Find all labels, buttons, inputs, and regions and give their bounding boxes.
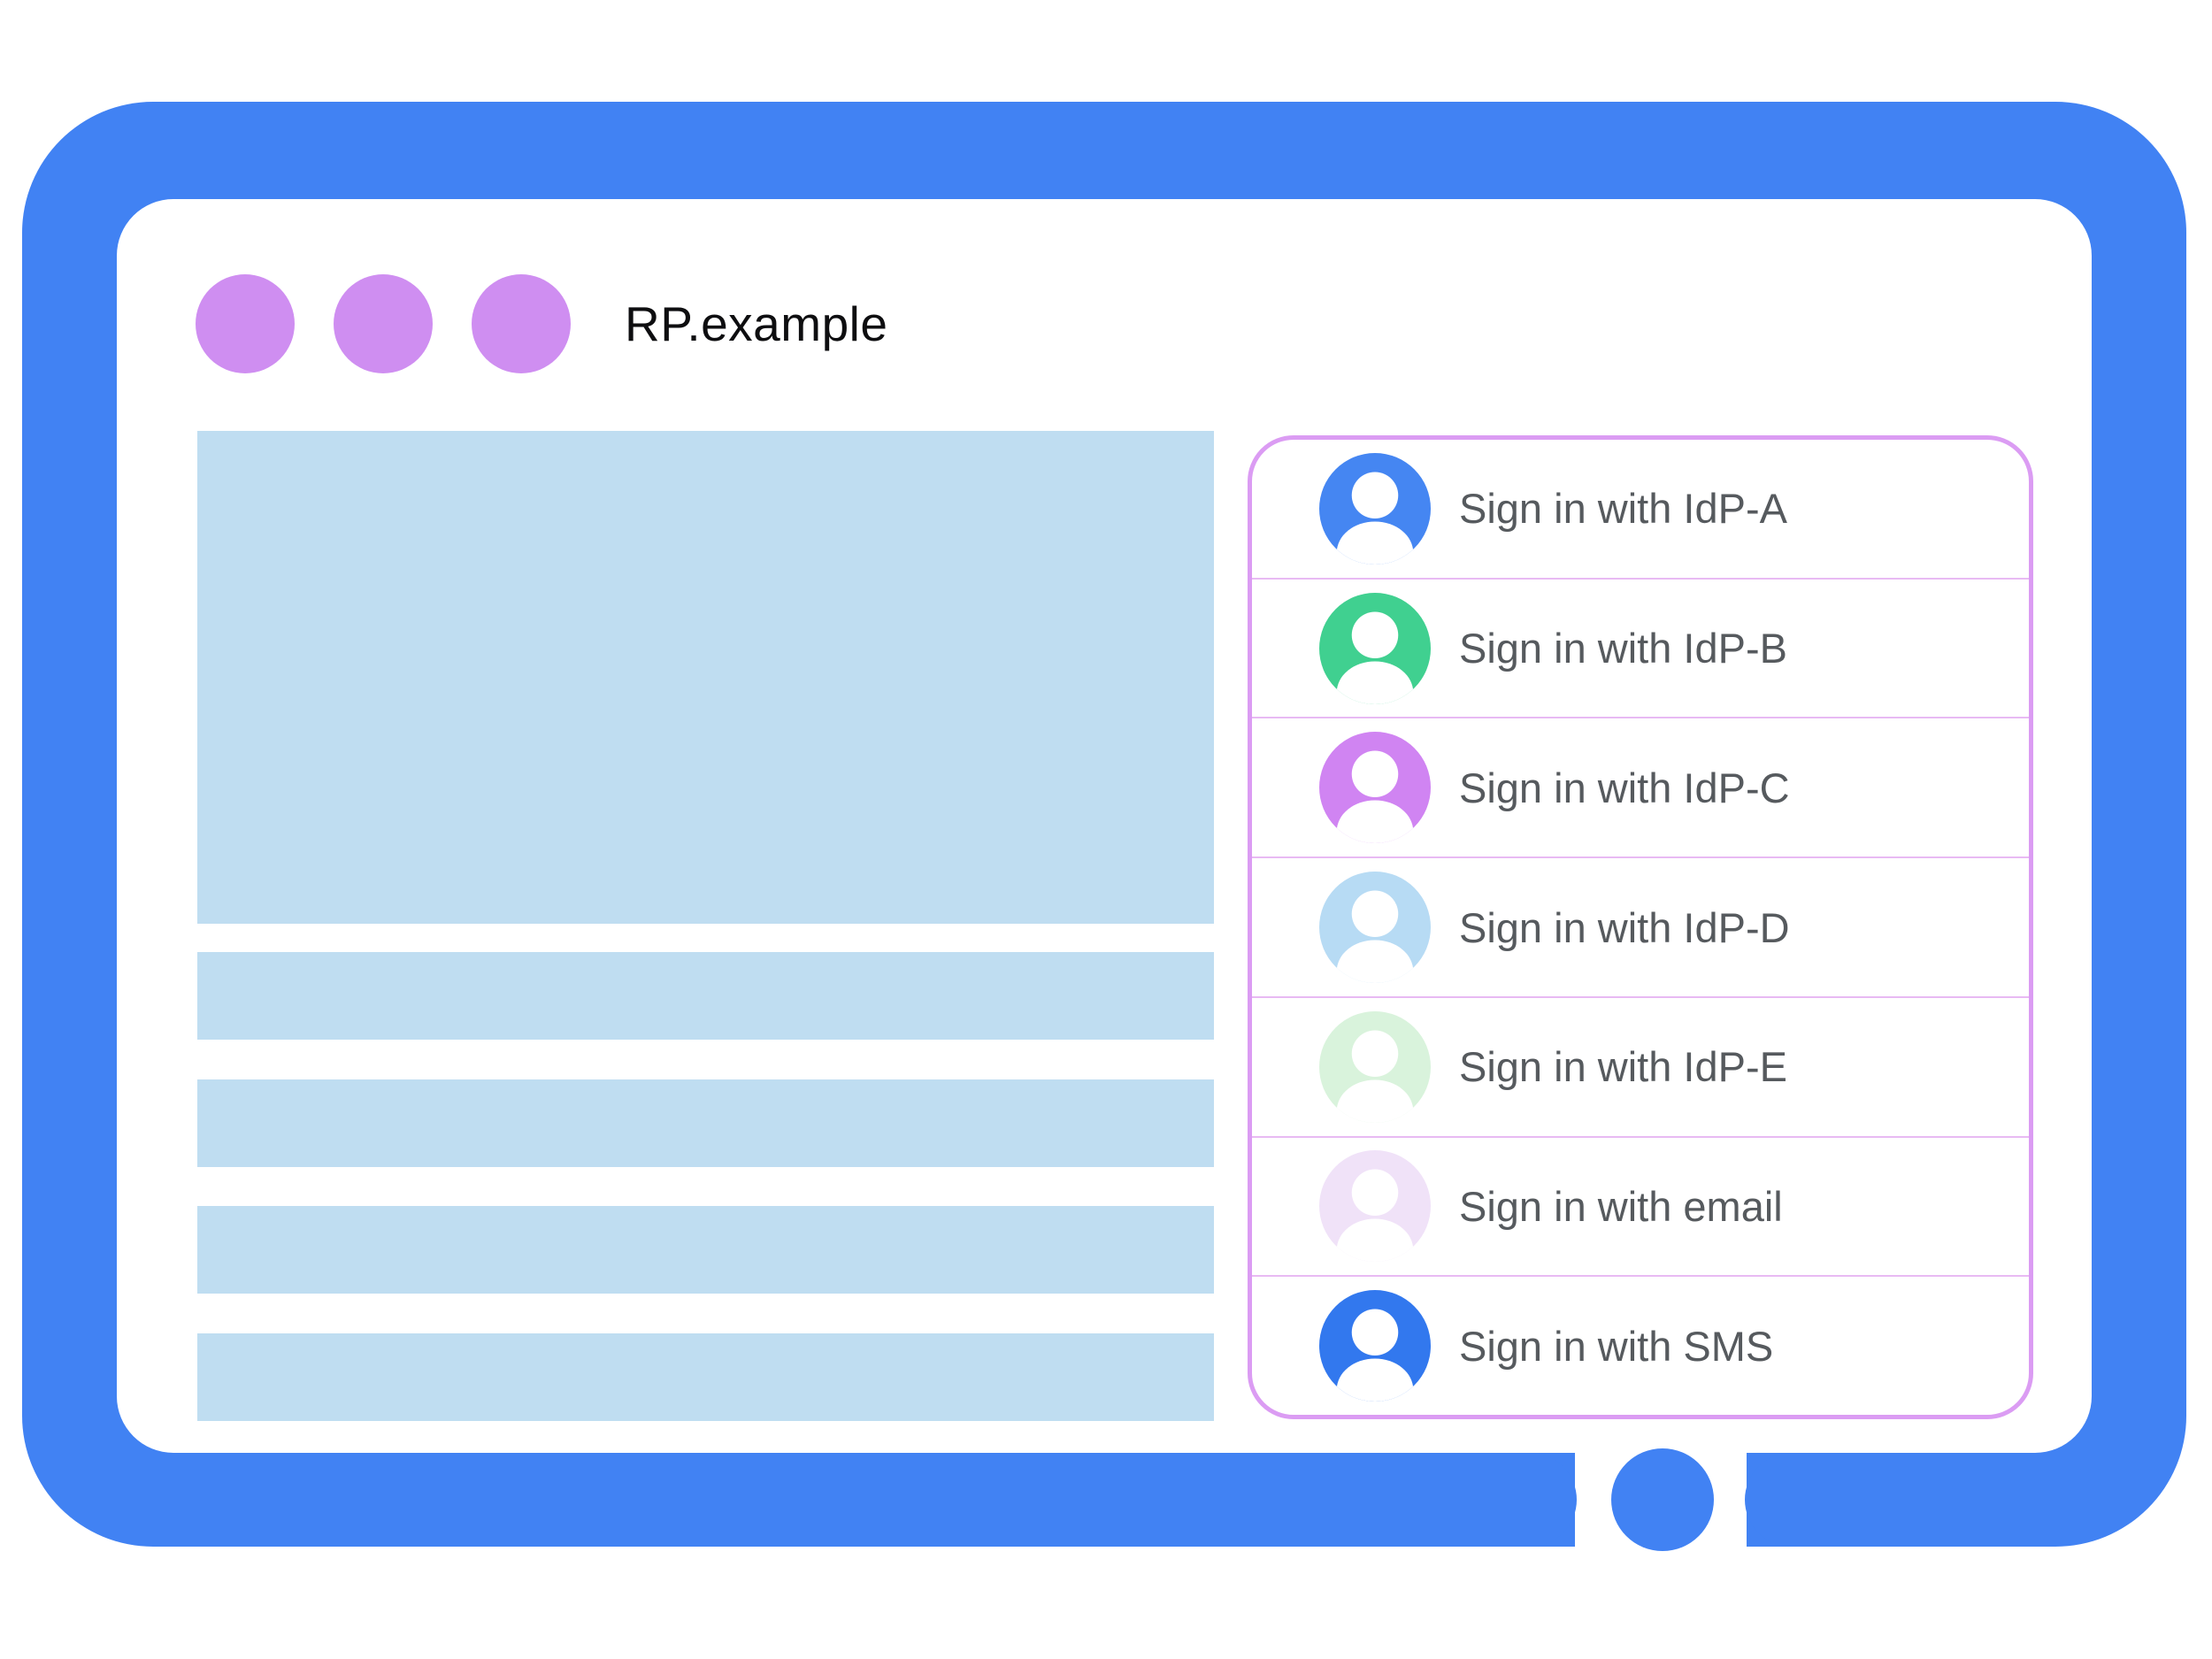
window-control-dot — [196, 274, 295, 373]
window-control-dot — [334, 274, 433, 373]
signin-option-label: Sign in with IdP-B — [1459, 625, 1787, 672]
signin-option[interactable]: Sign in with SMS — [1252, 1275, 2029, 1415]
signin-panel: Sign in with IdP-A Sign in with IdP-B Si… — [1248, 435, 2033, 1419]
user-avatar-icon — [1319, 1290, 1431, 1402]
user-avatar-icon — [1319, 452, 1431, 565]
signin-option-label: Sign in with email — [1459, 1182, 1783, 1230]
signin-option-label: Sign in with IdP-E — [1459, 1043, 1787, 1091]
user-avatar-icon — [1319, 1150, 1431, 1263]
signin-option-label: Sign in with IdP-A — [1459, 485, 1787, 533]
signin-option-label: Sign in with IdP-C — [1459, 764, 1790, 811]
signin-option-label: Sign in with SMS — [1459, 1322, 1774, 1370]
signin-option[interactable]: Sign in with IdP-D — [1252, 856, 2029, 996]
content-placeholder-bar — [197, 1333, 1214, 1421]
window-controls — [196, 274, 571, 373]
window-control-dot — [472, 274, 571, 373]
frame-bottom-bar-left-cap — [1494, 1453, 1577, 1547]
user-avatar-icon — [1319, 732, 1431, 844]
content-placeholder-bars — [197, 952, 1214, 1421]
user-avatar-icon — [1319, 872, 1431, 984]
content-placeholder-bar — [197, 952, 1214, 1040]
content-placeholder-hero — [197, 431, 1214, 924]
url-text: RP.example — [625, 296, 888, 351]
home-button-icon — [1611, 1448, 1714, 1551]
content-placeholder-bar — [197, 1079, 1214, 1167]
signin-option[interactable]: Sign in with IdP-C — [1252, 717, 2029, 856]
signin-option[interactable]: Sign in with IdP-E — [1252, 995, 2029, 1136]
content-placeholder-bar — [197, 1206, 1214, 1294]
user-avatar-icon — [1319, 1010, 1431, 1123]
frame-bottom-bar-right-cap — [1745, 1453, 1828, 1547]
user-avatar-icon — [1319, 592, 1431, 704]
signin-option-label: Sign in with IdP-D — [1459, 903, 1790, 951]
signin-option[interactable]: Sign in with IdP-A — [1252, 440, 2029, 578]
signin-option[interactable]: Sign in with email — [1252, 1135, 2029, 1276]
signin-option[interactable]: Sign in with IdP-B — [1252, 577, 2029, 718]
